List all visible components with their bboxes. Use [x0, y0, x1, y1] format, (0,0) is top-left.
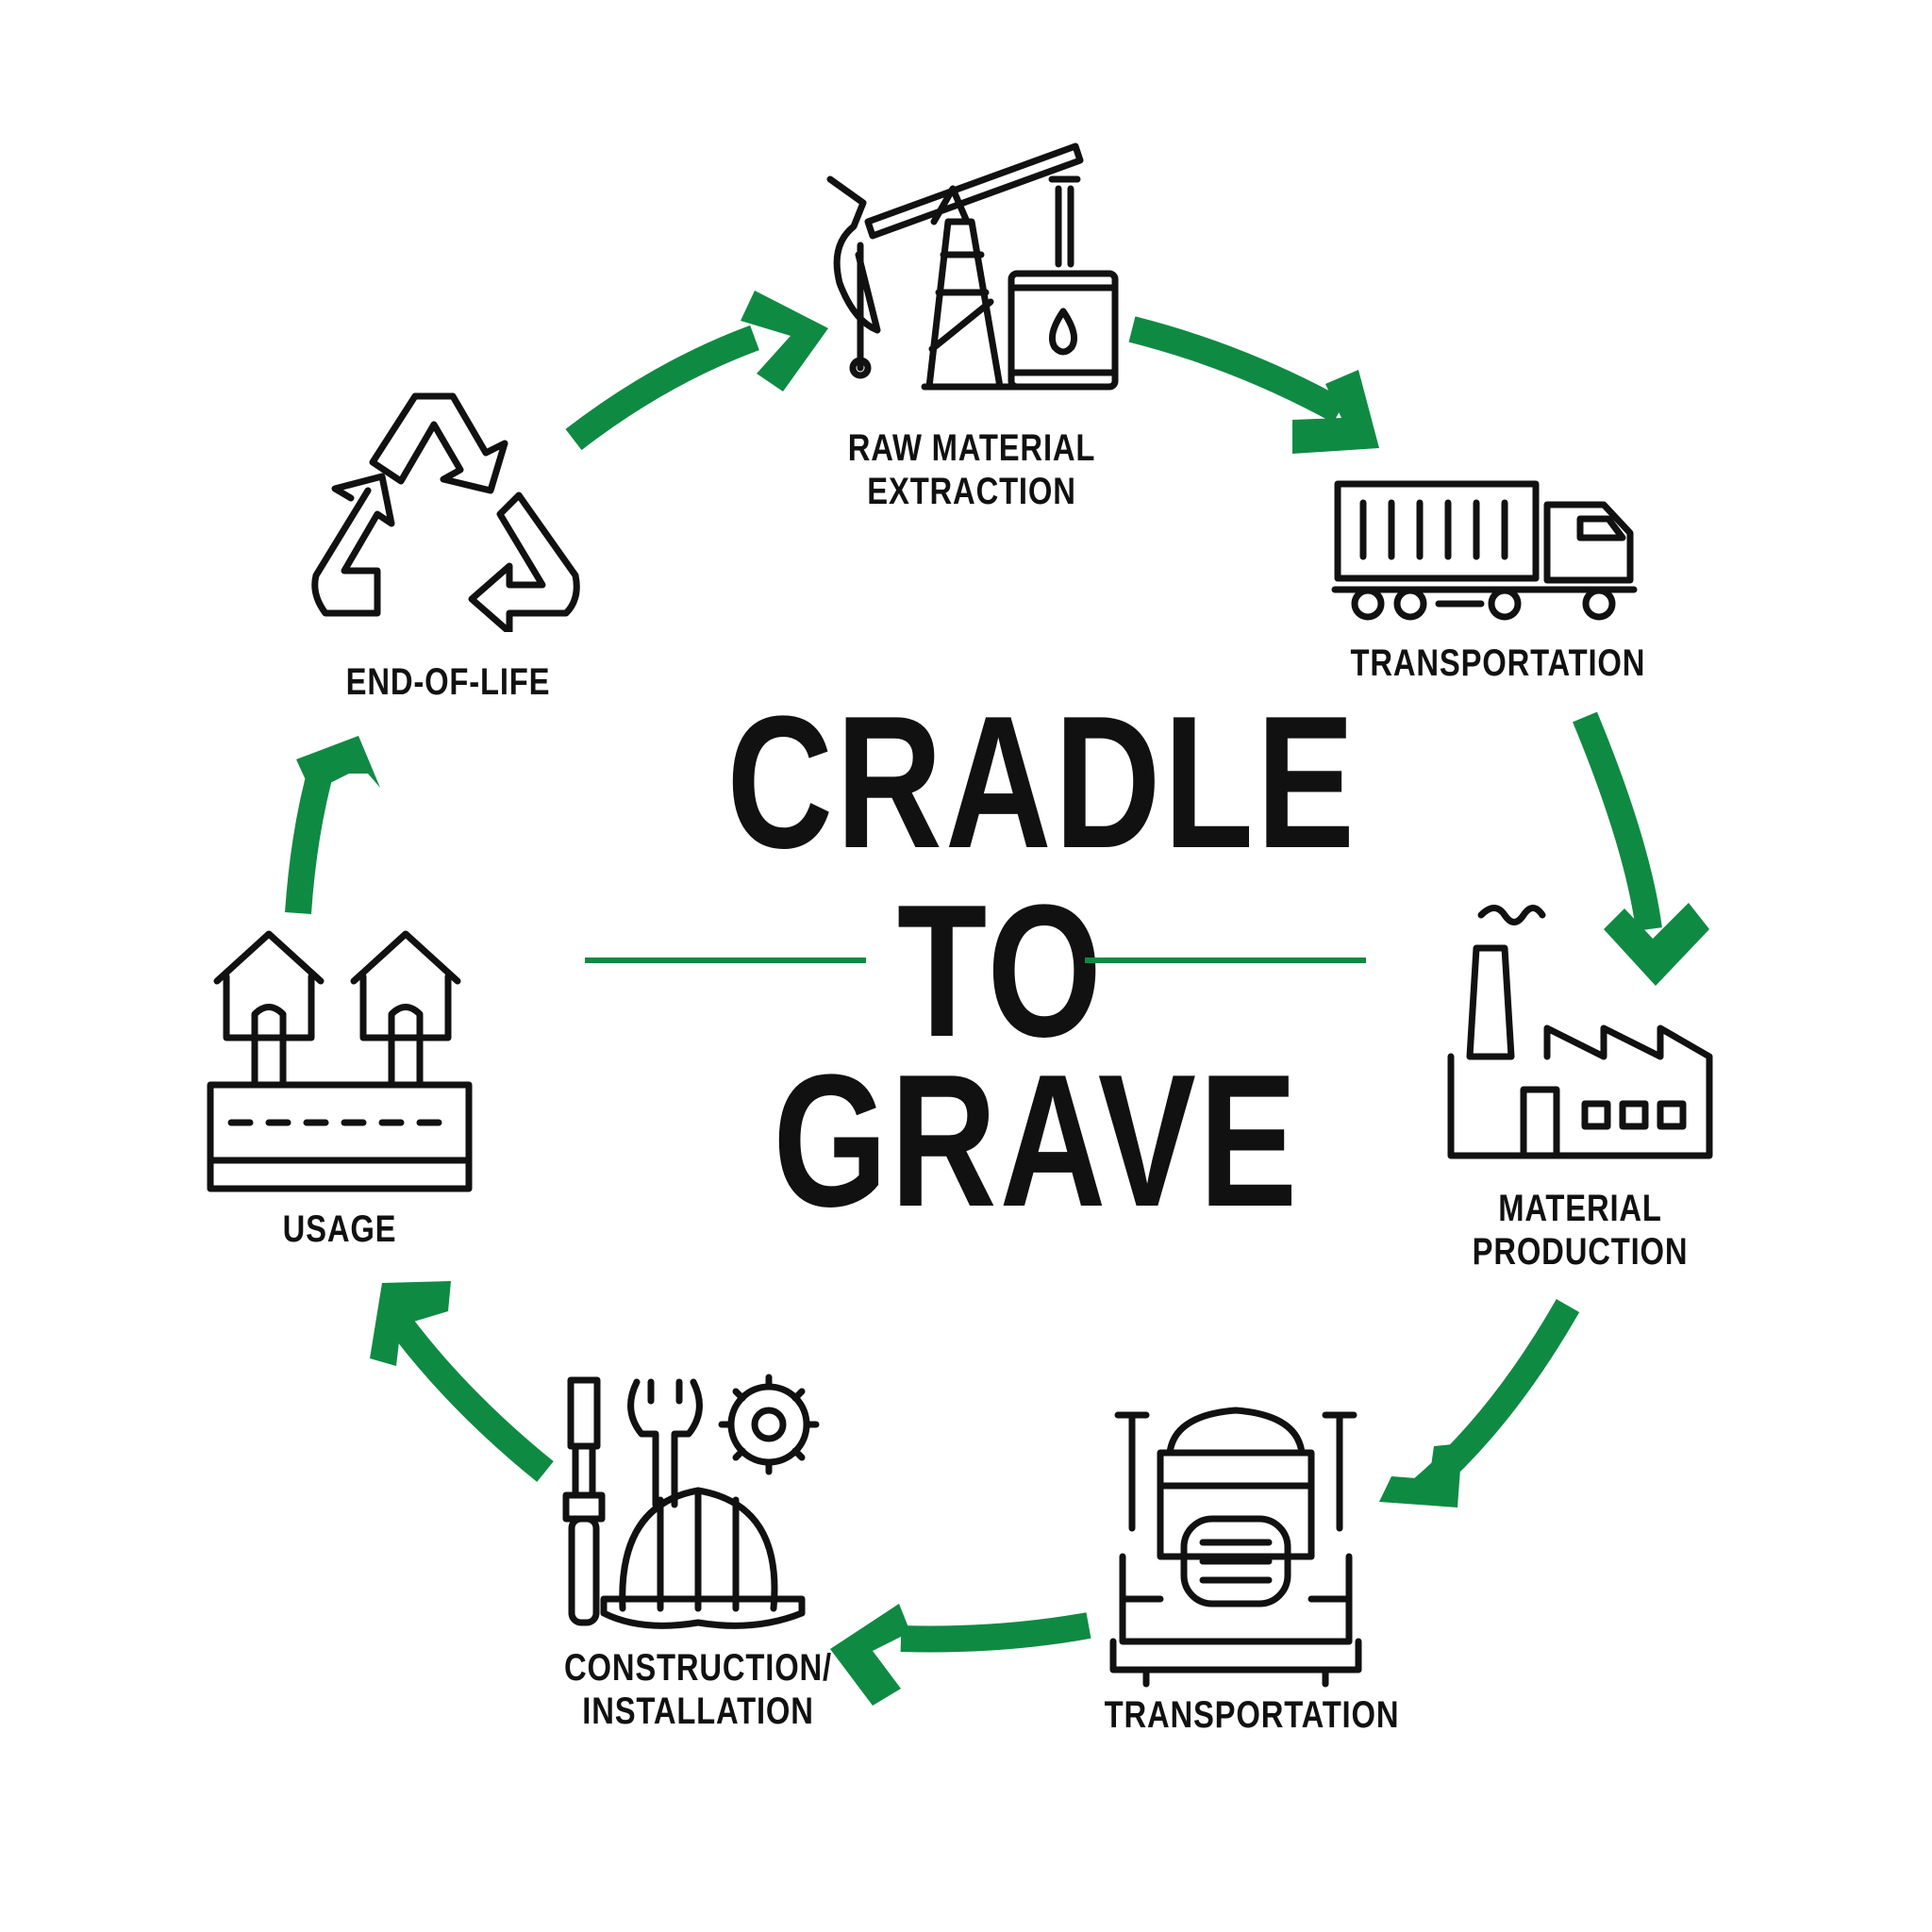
houses-road-icon: [203, 924, 476, 1203]
arrow-transport-to-production: [1573, 711, 1662, 931]
stage-label-raw-material: RAW MATERIAL EXTRACTION: [847, 427, 1096, 512]
divider-left: [585, 958, 866, 963]
arrow-raw-to-transport: [1128, 316, 1346, 424]
container-truck-icon: [1330, 476, 1641, 627]
oil-pumpjack-barrel-icon: [811, 132, 1132, 406]
stage-label-construction: CONSTRUCTION/ INSTALLATION: [563, 1647, 832, 1732]
arrowhead-raw: [741, 291, 828, 391]
stage-label-usage: USAGE: [282, 1208, 397, 1250]
arrow-transport2-to-construction: [900, 1612, 1091, 1653]
arrowhead-transport2: [1379, 1443, 1462, 1507]
divider-right: [1085, 958, 1366, 963]
arrowhead-eol: [296, 736, 380, 792]
title-to: TO: [896, 866, 1105, 1076]
stage-label-material-production: MATERIAL PRODUCTION: [1472, 1188, 1689, 1273]
arrow-construction-to-usage: [386, 1311, 554, 1482]
arrowhead-transport: [1292, 370, 1379, 454]
arrow-eol-to-raw: [565, 325, 759, 451]
semi-truck-front-icon: [1104, 1396, 1368, 1689]
tools-hardhat-icon: [557, 1373, 840, 1637]
arrowhead-production: [1604, 903, 1709, 986]
arrowhead-usage: [370, 1281, 451, 1366]
title-cradle: CRADLE: [726, 677, 1358, 888]
stage-label-transportation-2: TRANSPORTATION: [1104, 1694, 1400, 1736]
arrowhead-construction: [830, 1604, 910, 1706]
factory-icon: [1443, 896, 1717, 1165]
stage-label-end-of-life: END-OF-LIFE: [345, 661, 551, 703]
recycle-icon: [302, 377, 594, 636]
stage-label-transportation-1: TRANSPORTATION: [1350, 642, 1646, 684]
title-grave: GRAVE: [773, 1036, 1301, 1246]
